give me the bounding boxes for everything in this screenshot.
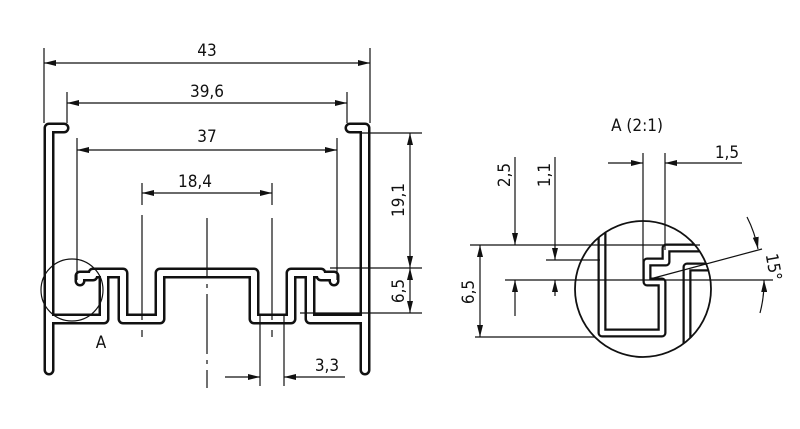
dimension-lip-width: 39,6 (66, 82, 348, 123)
dimension-label: 39,6 (190, 82, 224, 102)
detail-circle-a (40, 258, 104, 322)
detail-dimension-depth: 2,5 (495, 157, 518, 316)
detail-profile (597, 225, 711, 357)
detail-dimension-angle: 15° (649, 216, 785, 314)
dimension-groove-width: 3,3 (225, 315, 345, 386)
detail-view: A (2:1) 6,5 2,5 (459, 116, 785, 358)
detail-dimension-height: 6,5 (459, 245, 483, 337)
dimension-label: 3,3 (315, 356, 339, 376)
dimension-inner-width: 37 (76, 127, 338, 280)
dimension-label: 37 (197, 127, 216, 147)
detail-dimension-slot-width: 1,5 (608, 143, 742, 280)
dimension-overall-width: 43 (43, 41, 371, 123)
dimension-label: 1,5 (715, 143, 739, 163)
dimension-label: 19,1 (389, 183, 409, 217)
dimension-heights: 19,1 6,5 (300, 132, 422, 314)
dimension-label: 6,5 (459, 280, 479, 304)
detail-title: A (2:1) (611, 116, 663, 136)
detail-marker-label: A (96, 333, 107, 353)
detail-dimension-slot-height: 1,1 (535, 157, 558, 296)
dimension-groove-spacing: 18,4 (141, 172, 273, 338)
dimension-label: 15° (761, 252, 785, 282)
dimension-label: 43 (197, 41, 216, 61)
dimension-label: 1,1 (535, 163, 555, 187)
main-view: 43 39,6 37 18,4 (40, 41, 422, 388)
dimension-label: 2,5 (495, 163, 515, 187)
dimension-label: 18,4 (178, 172, 212, 192)
dimension-label: 6,5 (389, 279, 409, 303)
